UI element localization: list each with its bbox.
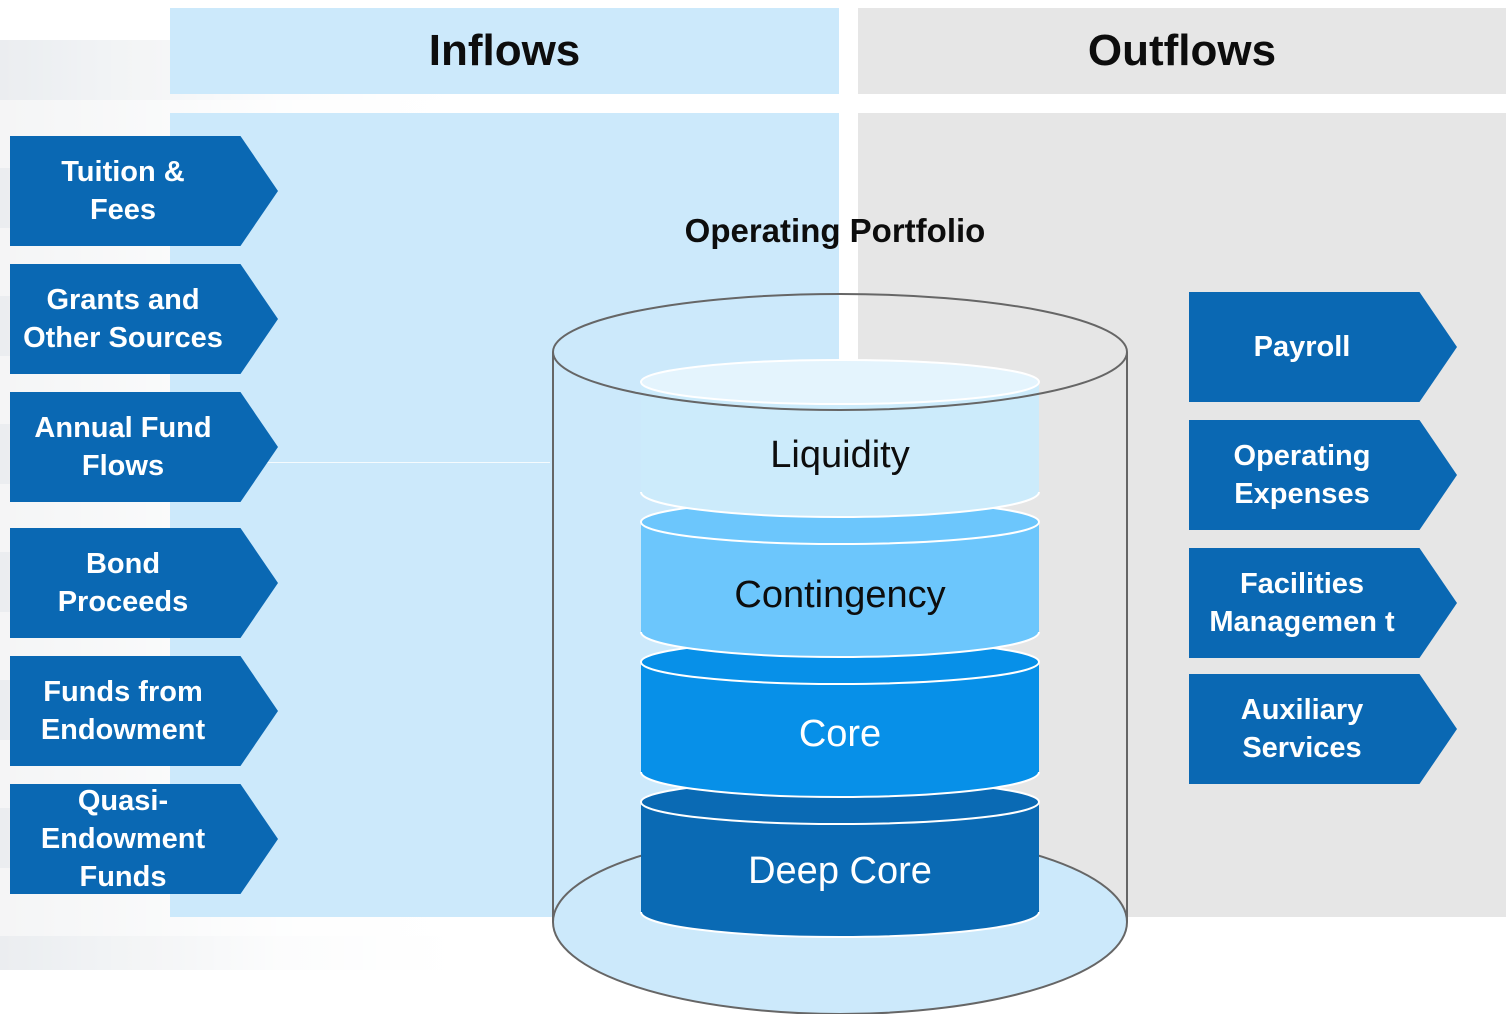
- outflow-label: Payroll: [1253, 331, 1351, 363]
- outflow-arrow-operating-expenses: Operating Expenses: [1189, 420, 1457, 530]
- outflow-label: Operating Expenses: [1233, 440, 1371, 510]
- outflow-label: Facilities Managemen t: [1209, 568, 1395, 638]
- container-top-rim: [552, 293, 1128, 411]
- inflow-arrow-bond: Bond Proceeds: [10, 528, 278, 638]
- inflow-arrow-grants: Grants and Other Sources: [10, 264, 278, 374]
- layer-label-core: Core: [799, 713, 881, 755]
- inflow-label: Quasi-Endowment Funds: [40, 785, 206, 893]
- inflow-arrow-endowment: Funds from Endowment: [10, 656, 278, 766]
- inflow-label: Grants and Other Sources: [23, 284, 223, 354]
- inflow-arrow-tuition: Tuition & Fees: [10, 136, 278, 246]
- outflow-arrow-auxiliary: Auxiliary Services: [1189, 674, 1457, 784]
- inflow-arrow-quasi-endowment: Quasi-Endowment Funds: [10, 784, 278, 894]
- portfolio-title: Operating Portfolio: [684, 212, 986, 249]
- outflow-arrow-payroll: Payroll: [1189, 292, 1457, 402]
- inflow-label: Tuition & Fees: [61, 156, 185, 226]
- outflow-label: Auxiliary Services: [1240, 694, 1364, 764]
- inflow-label: Annual Fund Flows: [34, 412, 212, 482]
- layer-label-deep-core: Deep Core: [748, 850, 932, 892]
- inflows-header-label: Inflows: [428, 26, 581, 75]
- outflows-header: Outflows: [858, 8, 1506, 94]
- layer-label-contingency: Contingency: [734, 574, 945, 616]
- layer-label-liquidity: Liquidity: [770, 434, 909, 476]
- outflows-header-label: Outflows: [1087, 26, 1277, 75]
- inflow-label: Bond Proceeds: [57, 548, 189, 618]
- inflows-header: Inflows: [170, 8, 839, 94]
- inflow-arrow-annual-fund: Annual Fund Flows: [10, 392, 278, 502]
- outflow-arrow-facilities: Facilities Managemen t: [1189, 548, 1457, 658]
- divider-line: [240, 462, 550, 463]
- layer-liquidity: [640, 359, 1040, 518]
- inflow-label: Funds from Endowment: [40, 676, 206, 746]
